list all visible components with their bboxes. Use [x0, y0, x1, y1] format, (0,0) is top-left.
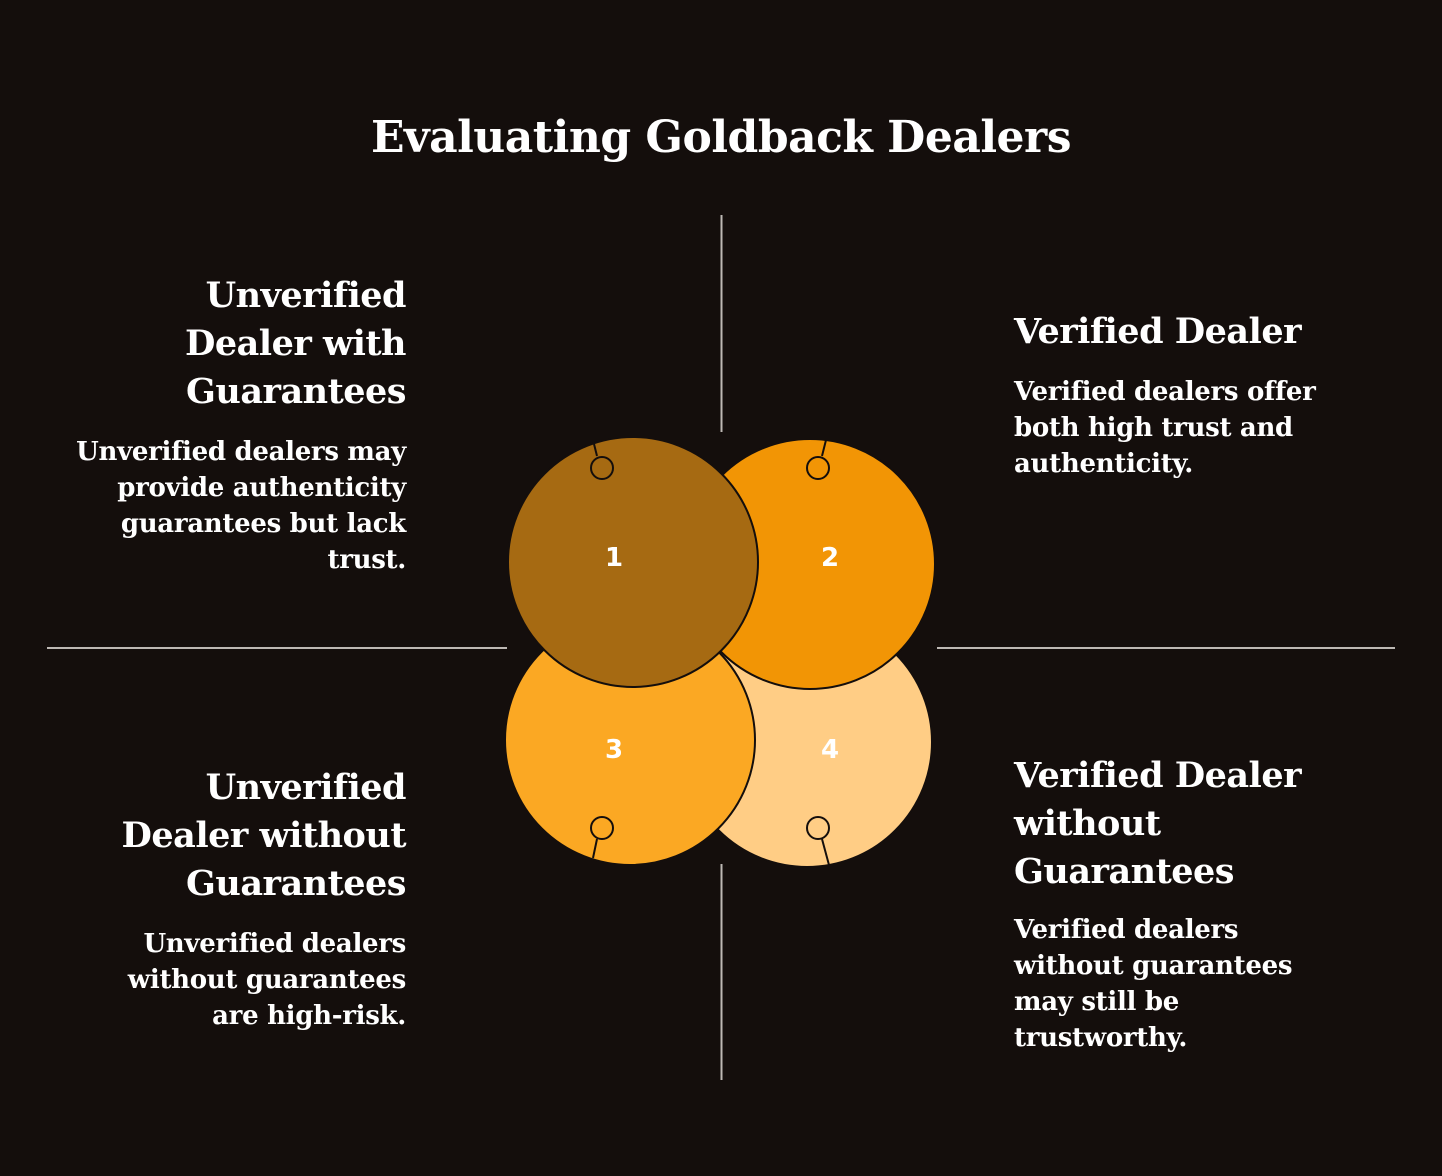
connector-4: [806, 816, 830, 866]
connector-3: [590, 816, 614, 859]
circle-4-number: 4: [821, 735, 839, 765]
quadrant-2-description: Verified dealers offer both high trust a…: [1014, 377, 1316, 479]
quadrant-4-description: Verified dealers without guarantees may …: [1014, 915, 1293, 1053]
quadrant-3-heading: Unverified Dealer without Guarantees: [121, 767, 407, 904]
connector-1: [590, 439, 614, 480]
circle-3-number: 3: [605, 735, 623, 765]
quadrant-4-text: Verified Dealer without Guarantees Verif…: [1014, 752, 1344, 1056]
circle-1-number: 1: [605, 543, 623, 573]
circle-2-number: 2: [821, 543, 839, 573]
connector-2: [806, 439, 830, 480]
quadrant-1-description: Unverified dealers may provide authentic…: [76, 437, 406, 575]
circle-1: [507, 436, 759, 688]
quadrant-1-text: Unverified Dealer with Guarantees Unveri…: [76, 272, 406, 578]
quadrant-1-heading: Unverified Dealer with Guarantees: [184, 275, 407, 412]
quadrant-2-text: Verified Dealer Verified dealers offer b…: [1014, 308, 1344, 482]
quadrant-3-text: Unverified Dealer without Guarantees Unv…: [76, 764, 407, 1034]
quadrant-4-heading: Verified Dealer without Guarantees: [1014, 755, 1302, 892]
diagram-title: Evaluating Goldback Dealers: [370, 112, 1072, 163]
quadrant-3-description: Unverified dealers without guarantees ar…: [127, 929, 407, 1031]
quadrant-2-heading: Verified Dealer: [1014, 311, 1302, 352]
